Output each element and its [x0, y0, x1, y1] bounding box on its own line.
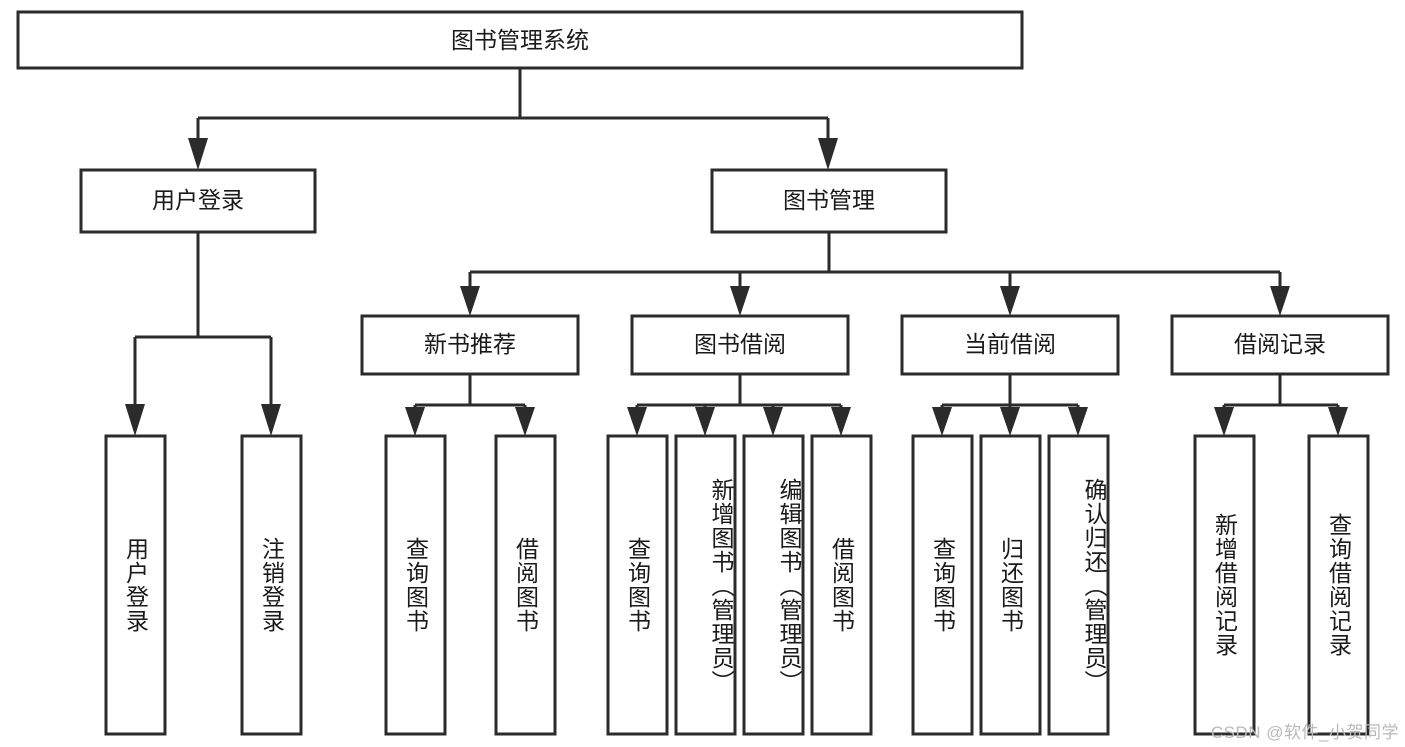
node-new-book-recommend-label: 新书推荐	[424, 331, 516, 357]
node-book-borrow-box	[630, 314, 850, 376]
node-root-system-box	[16, 10, 1024, 70]
arrow-head-icon	[818, 138, 838, 170]
leaf-box-borrow-book	[810, 434, 873, 736]
arrow-head-icon	[1068, 407, 1088, 436]
node-root-system-label: 图书管理系统	[451, 27, 589, 53]
leaf-node-return-book[interactable]	[981, 436, 1040, 734]
connector-book-management-to-level3	[460, 232, 1290, 316]
leaf-box-query-borrow-record	[1307, 434, 1370, 736]
connector-book-borrow-to-leaves	[627, 374, 851, 436]
arrow-head-icon	[188, 138, 208, 170]
arrow-head-icon	[261, 404, 281, 436]
connector-new-book-recommend-to-leaves	[405, 374, 535, 436]
leaf-node-add-borrow-record[interactable]	[1195, 436, 1254, 734]
leaf-box-query-book-recommend	[384, 434, 447, 736]
arrow-head-icon	[1214, 407, 1234, 436]
arrow-head-icon	[627, 407, 647, 436]
arrow-head-icon	[515, 407, 535, 436]
arrow-head-icon	[1270, 286, 1290, 316]
leaf-node-query-borrow-record[interactable]	[1309, 436, 1368, 734]
leaf-box-borrow-book-recommend	[494, 434, 557, 736]
arrow-head-icon	[1000, 286, 1020, 316]
leaf-box-query-book-borrow	[606, 434, 669, 736]
arrow-head-icon	[763, 407, 783, 436]
node-new-book-recommend[interactable]: 新书推荐	[360, 314, 580, 376]
arrow-head-icon	[1328, 407, 1348, 436]
node-current-borrow-label: 当前借阅	[964, 331, 1056, 357]
leaf-box-confirm-return-admin	[1047, 434, 1110, 736]
connector-user-login-to-leaves	[125, 232, 281, 436]
watermark-text: CSDN @软件_小贺同学	[1210, 723, 1399, 742]
leaf-box-user-login	[104, 434, 167, 736]
leaf-box-query-book-current	[911, 434, 974, 736]
leaf-node-query-book-recommend[interactable]	[386, 436, 445, 734]
node-new-book-recommend-box	[360, 314, 580, 376]
leaf-box-return-book	[979, 434, 1042, 736]
arrow-head-icon	[695, 407, 715, 436]
leaf-node-add-book-admin[interactable]	[676, 436, 735, 734]
node-user-login-label: 用户登录	[152, 187, 244, 213]
leaf-node-confirm-return-admin[interactable]	[1049, 436, 1108, 734]
connector-borrow-record-to-leaves	[1214, 374, 1348, 436]
connector-root-to-level2	[188, 68, 838, 170]
arrow-head-icon	[460, 286, 480, 316]
leaf-node-borrow-book[interactable]	[812, 436, 871, 734]
leaf-box-edit-book-admin	[742, 434, 805, 736]
arrow-head-icon	[730, 286, 750, 316]
leaf-node-logout[interactable]	[242, 436, 301, 734]
node-book-borrow[interactable]: 图书借阅	[630, 314, 850, 376]
arrow-head-icon	[125, 404, 145, 436]
node-current-borrow[interactable]: 当前借阅	[900, 314, 1120, 376]
node-book-management-label: 图书管理	[783, 187, 875, 213]
leaf-node-query-book-borrow[interactable]	[608, 436, 667, 734]
leaf-node-borrow-book-recommend[interactable]	[496, 436, 555, 734]
node-user-login[interactable]: 用户登录	[79, 168, 317, 234]
arrow-head-icon	[1000, 407, 1020, 436]
leaf-box-add-book-admin	[674, 434, 737, 736]
node-book-borrow-label: 图书借阅	[694, 331, 786, 357]
leaf-box-add-borrow-record	[1193, 434, 1256, 736]
leaf-node-user-login[interactable]	[106, 436, 165, 734]
node-borrow-record[interactable]: 借阅记录	[1170, 314, 1390, 376]
leaf-box-logout	[240, 434, 303, 736]
arrow-head-icon	[405, 407, 425, 436]
arrow-head-icon	[932, 407, 952, 436]
node-borrow-record-label: 借阅记录	[1234, 331, 1326, 357]
node-current-borrow-box	[900, 314, 1120, 376]
leaf-node-query-book-current[interactable]	[913, 436, 972, 734]
node-book-management[interactable]: 图书管理	[710, 168, 948, 234]
arrow-head-icon	[831, 407, 851, 436]
leaf-node-edit-book-admin[interactable]	[744, 436, 803, 734]
connector-current-borrow-to-leaves	[932, 374, 1088, 436]
node-root-system[interactable]: 图书管理系统	[16, 10, 1024, 70]
